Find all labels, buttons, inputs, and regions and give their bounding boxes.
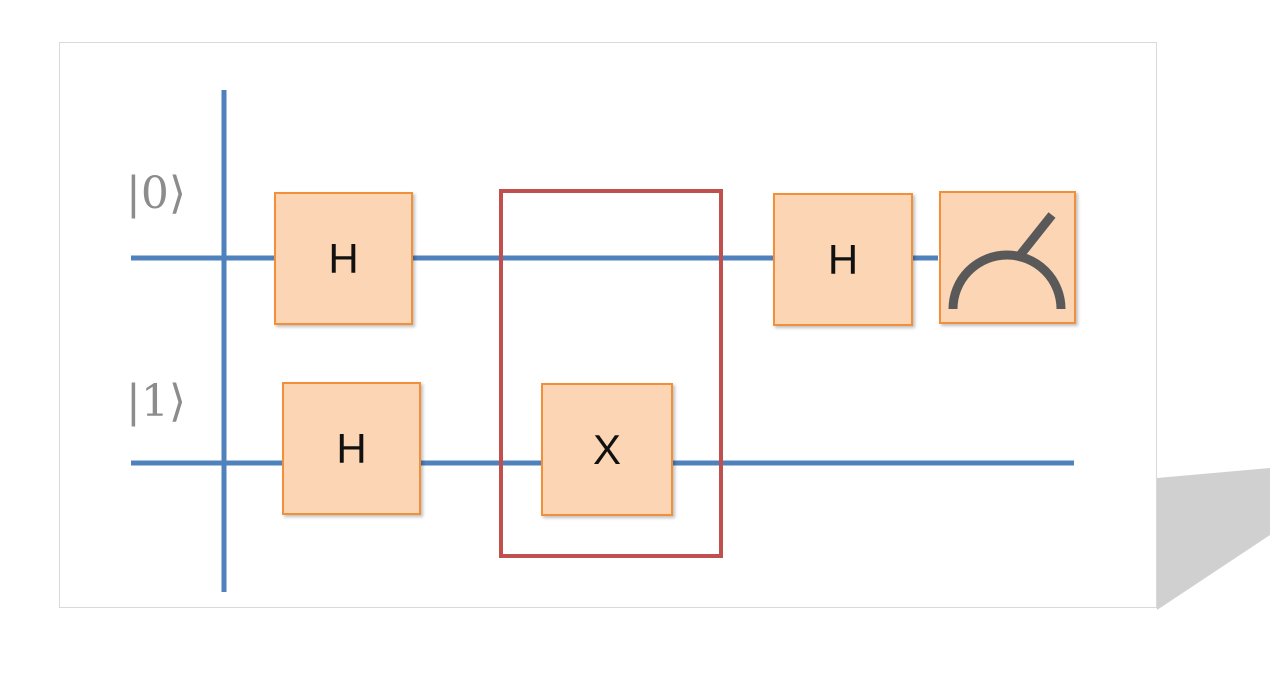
highlight-box: [499, 189, 723, 558]
measurement-gate: [939, 191, 1076, 324]
hadamard-gate-q0-2: H: [773, 193, 913, 326]
ket-one-label: |1⟩: [126, 376, 186, 427]
hadamard-gate-q1: H: [282, 382, 421, 515]
x-gate-q1: X: [541, 383, 673, 516]
gate-label: H: [827, 235, 859, 283]
gate-label: H: [336, 424, 367, 472]
gate-label: X: [592, 425, 621, 473]
gate-label: H: [328, 234, 359, 282]
meter-icon: [948, 212, 1066, 310]
ket-zero-label: |0⟩: [126, 168, 186, 219]
hadamard-gate-q0-1: H: [274, 192, 413, 325]
